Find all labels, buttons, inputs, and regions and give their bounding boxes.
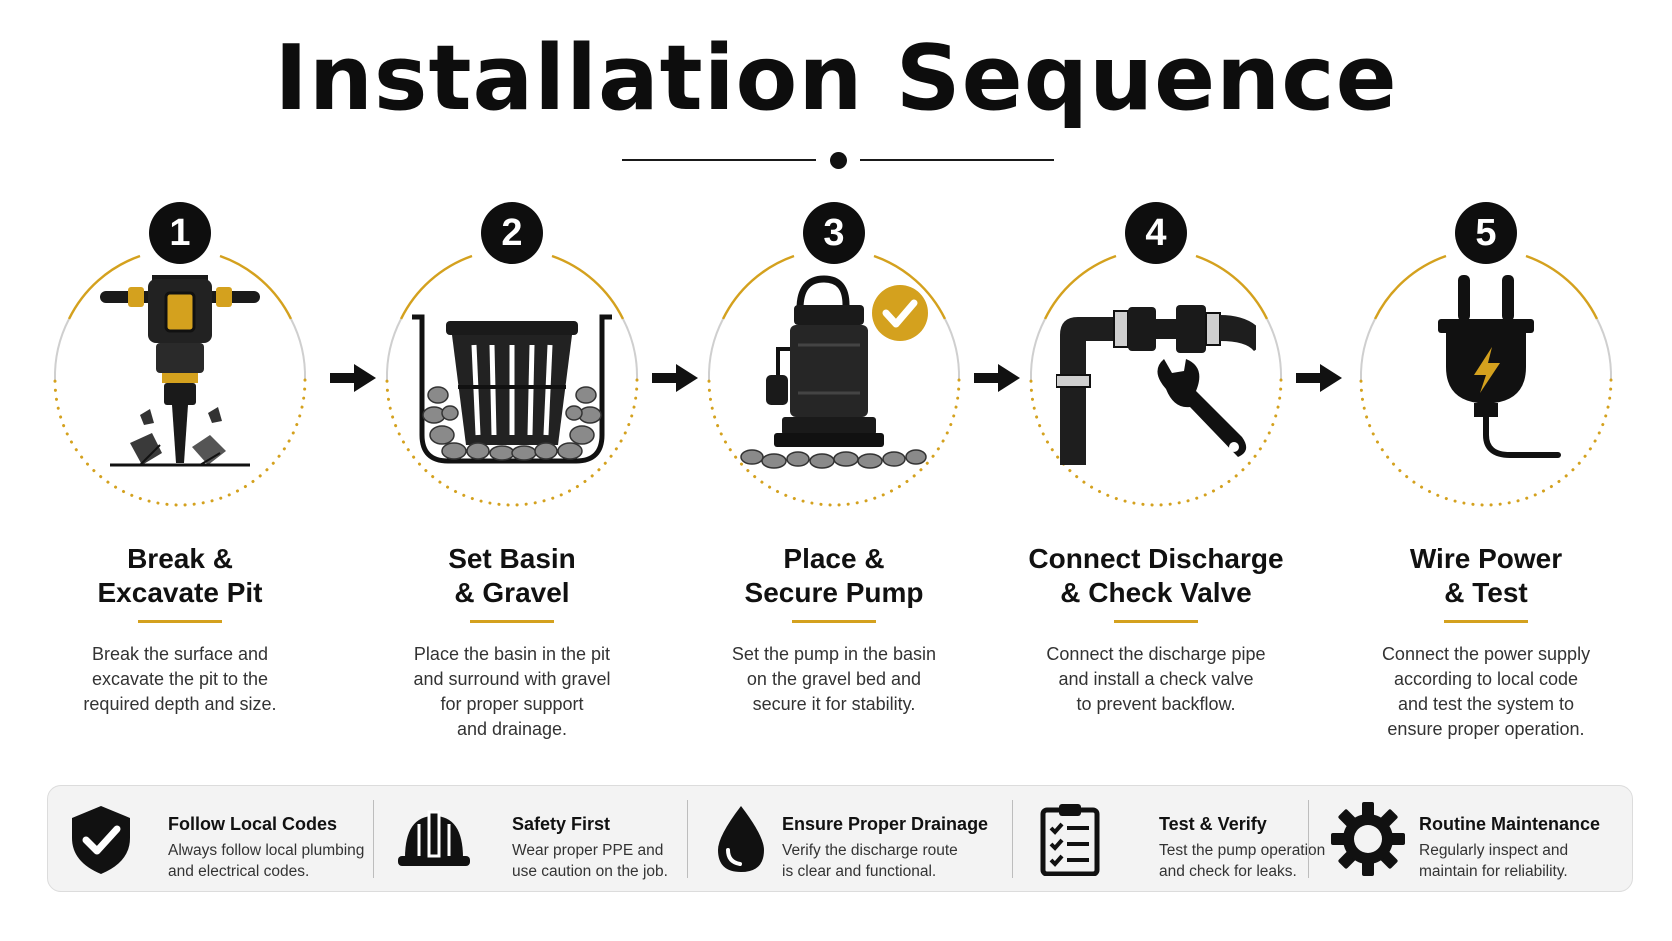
- tip-separator: [373, 800, 374, 878]
- gear-icon: [1331, 802, 1405, 876]
- step-1: 1 Break & Excavate Pit Break the surface…: [35, 200, 325, 740]
- step-5: 5 Wire Power & Test Connect the power su…: [1341, 200, 1631, 740]
- step-description: Connect the power supply according to lo…: [1381, 644, 1591, 739]
- step-title: Connect Discharge & Check Valve: [1028, 543, 1284, 608]
- sump-pump-icon: [740, 275, 928, 469]
- arrow-right-icon: [1296, 364, 1342, 392]
- basin-gravel-icon: [412, 314, 612, 464]
- title-underline: [470, 620, 554, 623]
- tip-ensure-proper-drainage: Ensure Proper Drainage Verify the discha…: [688, 786, 1012, 891]
- shield-check-icon: [72, 806, 130, 874]
- step-number-badge: 2: [481, 202, 543, 264]
- step-number-badge: 5: [1455, 202, 1517, 264]
- power-plug-icon: [1438, 275, 1561, 458]
- arrow-right-icon: [652, 364, 698, 392]
- checklist-icon: [1040, 804, 1100, 876]
- step-description: Place the basin in the pit and surround …: [413, 644, 611, 739]
- step-number-badge: 1: [149, 202, 211, 264]
- step-description: Break the surface and excavate the pit t…: [83, 644, 277, 714]
- tip-separator: [1308, 800, 1309, 878]
- step-title: Place & Secure Pump: [744, 543, 924, 608]
- tip-follow-local-codes: Follow Local Codes Always follow local p…: [48, 786, 373, 891]
- tips-bar: Follow Local Codes Always follow local p…: [47, 785, 1633, 892]
- step-ring: [53, 254, 307, 507]
- water-drop-icon: [718, 806, 764, 872]
- step-number-badge: 3: [803, 202, 865, 264]
- divider-line-left: [622, 159, 816, 161]
- step-title: Set Basin & Gravel: [448, 543, 576, 608]
- step-ring: [707, 254, 961, 507]
- divider-dot: [830, 152, 847, 169]
- step-description: Connect the discharge pipe and install a…: [1046, 644, 1266, 714]
- title-divider: [622, 148, 1054, 172]
- jackhammer-icon: [100, 275, 260, 467]
- step-description: Set the pump in the basin on the gravel …: [731, 644, 937, 714]
- title-underline: [1444, 620, 1528, 623]
- step-ring: [1029, 254, 1283, 507]
- step-2: 2 Set Basin & Gravel Place the basin in …: [367, 200, 657, 740]
- arrow-right-icon: [330, 364, 376, 392]
- tip-separator: [1012, 800, 1013, 878]
- pipe-wrench-icon: [1056, 305, 1256, 465]
- step-title: Break & Excavate Pit: [97, 543, 263, 608]
- step-number-badge: 4: [1125, 202, 1187, 264]
- tip-test-verify: Test & Verify Test the pump operation an…: [1013, 786, 1325, 891]
- page-title: Installation Sequence: [274, 26, 1398, 131]
- step-ring: [385, 254, 639, 507]
- step-3: 3 Place & Secure Pump Set the pump in th…: [689, 200, 979, 740]
- divider-line-right: [860, 159, 1054, 161]
- title-underline: [138, 620, 222, 623]
- step-4: 4 Connect Discharge & Check Valve Connec…: [1011, 200, 1301, 740]
- step-ring: [1359, 254, 1613, 507]
- tip-safety-first: Safety First Wear proper PPE and use cau…: [374, 786, 687, 891]
- hard-hat-icon: [398, 810, 470, 866]
- title-underline: [1114, 620, 1198, 623]
- arrow-right-icon: [974, 364, 1020, 392]
- tip-separator: [687, 800, 688, 878]
- title-underline: [792, 620, 876, 623]
- tip-routine-maintenance: Routine Maintenance Regularly inspect an…: [1309, 786, 1632, 891]
- step-title: Wire Power & Test: [1409, 543, 1563, 608]
